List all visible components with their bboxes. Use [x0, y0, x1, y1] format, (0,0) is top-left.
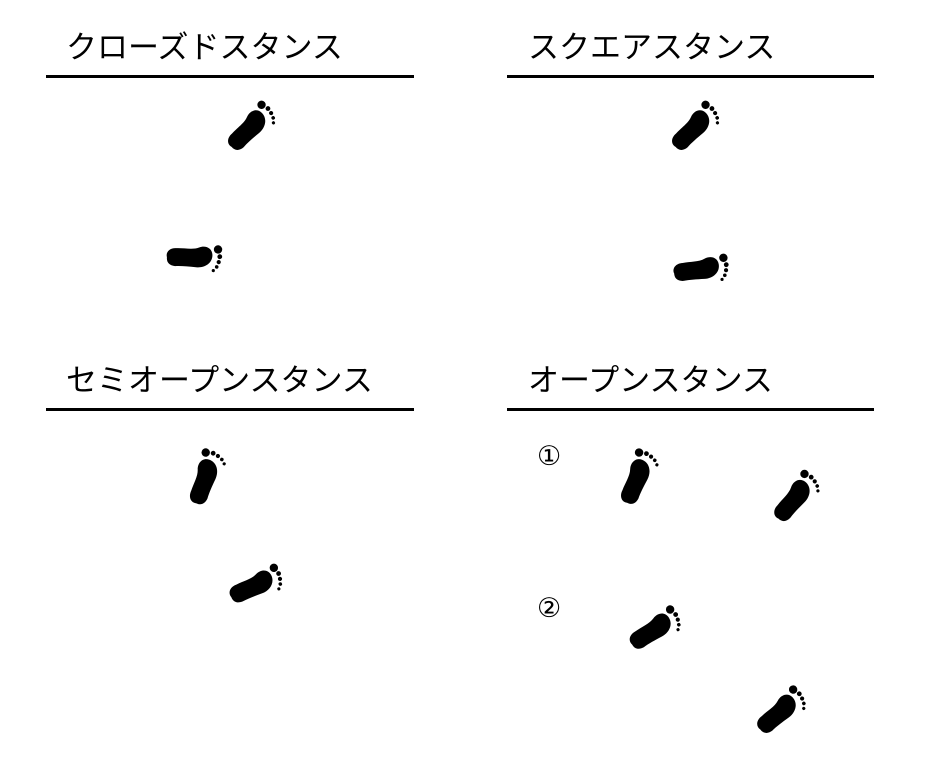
panel-title: オープンスタンス	[528, 363, 773, 399]
variant-number-1: ①	[537, 441, 562, 472]
variant-number-2: ②	[537, 593, 562, 624]
footprint-icon	[161, 235, 227, 281]
title-underline	[507, 75, 874, 78]
footprint-icon	[622, 607, 688, 653]
title-underline	[46, 408, 414, 411]
panel-title: クローズドスタンス	[66, 30, 343, 66]
footprint-icon	[173, 455, 239, 501]
footprint-icon	[218, 105, 284, 151]
footprint-icon	[605, 455, 671, 501]
panel-title: セミオープンスタンス	[66, 363, 373, 399]
panel-title: スクエアスタンス	[528, 30, 776, 66]
title-underline	[46, 75, 414, 78]
footprint-icon	[223, 563, 289, 609]
title-underline	[507, 408, 874, 411]
footprint-icon	[763, 475, 829, 521]
footprint-icon	[748, 689, 814, 735]
footprint-icon	[662, 105, 728, 151]
footprint-icon	[668, 247, 734, 293]
